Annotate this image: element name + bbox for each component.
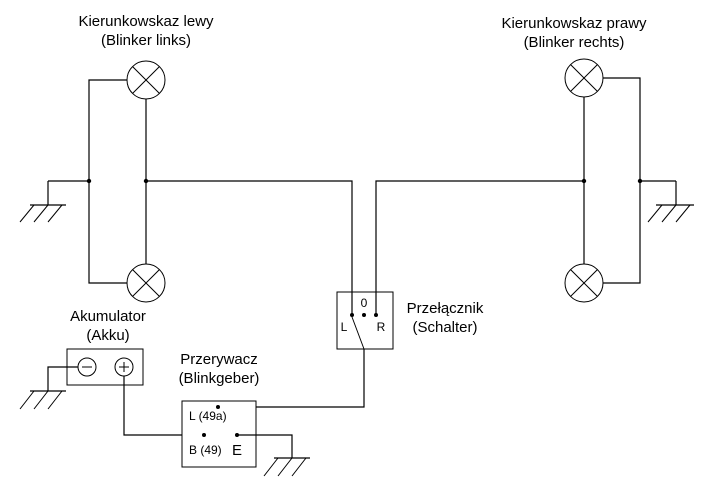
right-blinker-label-de: (Blinker rechts) (524, 34, 625, 51)
right-blinker-label: Kierunkowskaz prawy (501, 15, 647, 32)
battery-ground-wire (47, 366, 78, 391)
left-blinker-wires (47, 79, 353, 298)
ground-symbol-left (19, 204, 66, 223)
ground-symbol-flasher (263, 457, 310, 477)
battery-to-flasher-wire (123, 376, 204, 436)
ground-symbol-battery (19, 390, 66, 410)
switch-box: 0 L R (336, 291, 394, 350)
right-blinker-wires (375, 77, 677, 298)
battery-label-de: (Akku) (86, 327, 129, 344)
left-blinker-lamp-top (126, 60, 166, 100)
switch-label-de: (Schalter) (412, 319, 477, 336)
left-blinker-label: Kierunkowskaz lewy (78, 13, 214, 30)
flasher-ground-wire (237, 434, 293, 458)
flasher-l-pin-label: L (49a) (189, 409, 227, 423)
switch-to-flasher-wire (218, 349, 365, 408)
right-blinker-lamp-bottom (564, 263, 604, 303)
switch-left-label: L (341, 320, 348, 334)
left-blinker-label-de: (Blinker links) (101, 32, 191, 49)
right-blinker-lamp-top (564, 58, 604, 98)
flasher-label: Przerywacz (180, 351, 258, 368)
switch-zero-label: 0 (361, 296, 368, 310)
left-blinker-lamp-bottom (126, 263, 166, 303)
flasher-e-pin-label: E (232, 442, 242, 459)
battery-box (66, 348, 144, 386)
ground-symbol-right (647, 204, 694, 223)
flasher-b-pin-label: B (49) (189, 443, 222, 457)
switch-right-label: R (377, 320, 386, 334)
flasher-label-de: (Blinkgeber) (179, 370, 260, 387)
flasher-box: L (49a) B (49) E (181, 400, 257, 468)
switch-lever (351, 316, 365, 350)
battery-label: Akumulator (70, 308, 146, 325)
switch-label: Przełącznik (407, 300, 484, 317)
